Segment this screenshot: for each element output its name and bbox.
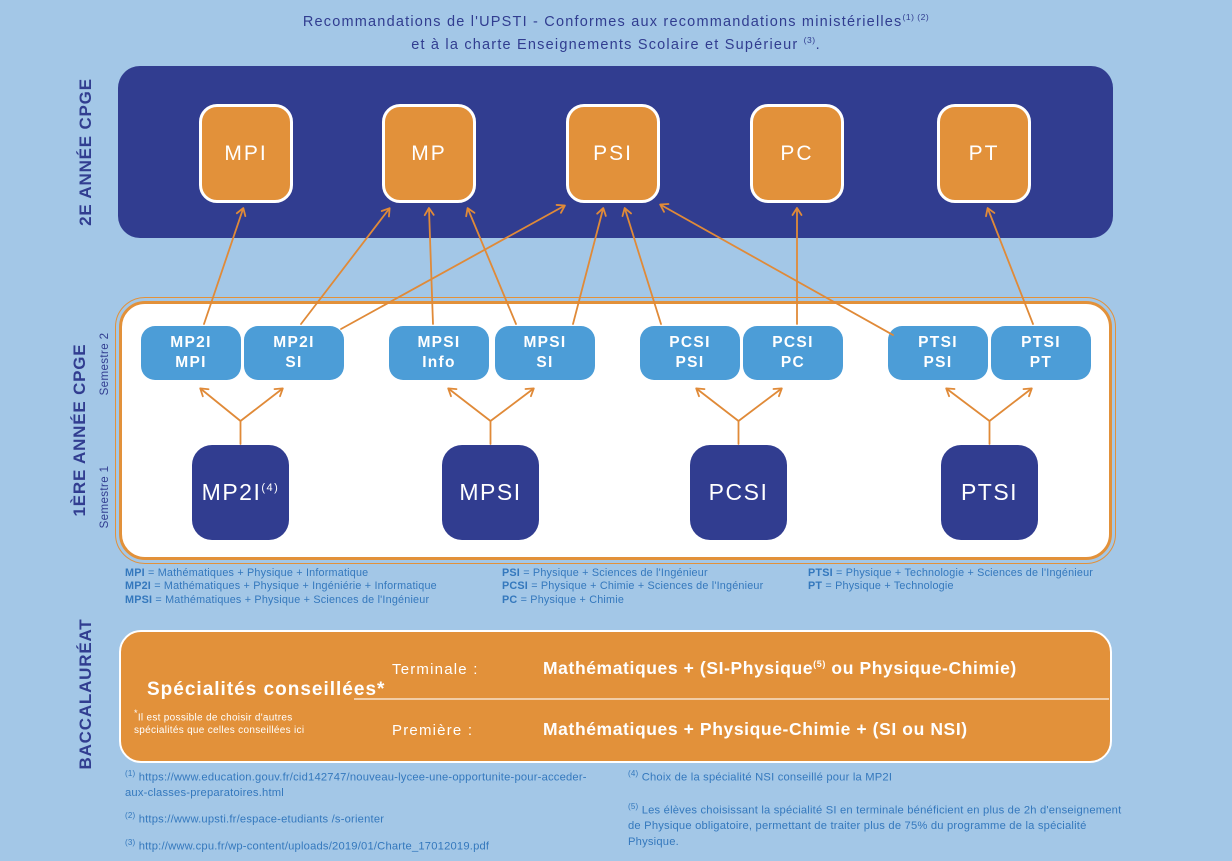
node-mpsi-info-line2: Info [422, 354, 456, 371]
node-mp: MP [382, 104, 476, 203]
node-mp2i-label: MP2I [201, 479, 262, 505]
node-mpsi-si-line2: SI [536, 354, 554, 371]
legend-pcsi: PCSI = Physique + Chimie + Sciences de l… [502, 580, 764, 593]
title-line-2-period: . [815, 37, 821, 54]
footnote-3-link[interactable]: http://www.cpu.fr/wp-content/uploads/201… [138, 840, 490, 853]
footnote-5: (5) Les élèves choisissant la spécialité… [628, 802, 1122, 848]
label-1ere-annee-cpge: 1ÈRE ANNÉE CPGE [70, 343, 89, 517]
node-mpsi-info: MPSI Info [389, 326, 489, 380]
node-ptsi: PTSI [941, 445, 1038, 540]
node-pcsi: PCSI [690, 445, 787, 540]
legend-column-1: MPI = Mathématiques + Physique + Informa… [125, 567, 437, 607]
title-line-2: et à la charte Enseignements Scolaire et… [0, 34, 1232, 57]
node-mp2i-mpi: MP2I MPI [141, 326, 241, 380]
label-semestre-2: Semestre 2 [99, 332, 111, 396]
legend-column-2: PSI = Physique + Sciences de l'Ingénieur… [502, 567, 763, 607]
footnotes-left: (1) https://www.education.gouv.fr/cid142… [125, 768, 593, 861]
node-pcsi-pc-line2: PC [780, 354, 806, 371]
bac-heading: Spécialités conseillées* [147, 679, 386, 700]
node-mp2i-footnote-ref: (4) [261, 481, 280, 494]
terminale-label: Terminale : [392, 661, 479, 678]
terminale-footnote-ref: (5) [813, 659, 826, 670]
bac-note-asterisk: * [134, 708, 138, 718]
legend-mp2i: MP2I = Mathématiques + Physique + Ingéni… [125, 580, 437, 593]
node-mp2i: MP2I(4) [192, 445, 289, 540]
legend-ptsi: PTSI = Physique + Technologie + Sciences… [808, 567, 1094, 579]
node-mpi: MPI [199, 104, 293, 203]
node-psi: PSI [566, 104, 660, 203]
legend-pt: PT = Physique + Technologie [808, 580, 954, 593]
legend-mpsi: MPSI = Mathématiques + Physique + Scienc… [125, 593, 430, 606]
terminale-value: Mathématiques + (SI-Physique(5) ou Physi… [543, 658, 1017, 678]
label-semestre-1: Semestre 1 [99, 465, 111, 529]
title-line-1: Recommandations de l'UPSTI - Conformes a… [0, 11, 1232, 34]
node-pcsi-psi-line2: PSI [675, 354, 705, 371]
node-pcsi-psi-line1: PCSI [669, 333, 711, 351]
label-2e-annee-cpge: 2E ANNÉE CPGE [76, 78, 95, 226]
premiere-label: Première : [392, 722, 474, 739]
bac-divider [354, 698, 1109, 700]
page-title: Recommandations de l'UPSTI - Conformes a… [0, 11, 1232, 57]
node-mpsi-label: MPSI [459, 479, 522, 505]
premiere-value: Mathématiques + Physique-Chimie + (SI ou… [543, 719, 968, 739]
node-pc: PC [750, 104, 844, 203]
node-pcsi-label: PCSI [708, 479, 769, 505]
node-ptsi-psi-line2: PSI [923, 354, 953, 371]
node-mpsi-si: MPSI SI [495, 326, 595, 380]
node-pt: PT [937, 104, 1031, 203]
legend-psi: PSI = Physique + Sciences de l'Ingénieur [502, 567, 708, 579]
legend-column-3: PTSI = Physique + Technologie + Sciences… [808, 567, 1093, 594]
footnotes-right: (4) Choix de la spécialité NSI conseillé… [628, 768, 1125, 859]
node-mp2i-si-line1: MP2I [273, 333, 315, 351]
baccalaureat-panel: Spécialités conseillées* *Il est possibl… [119, 630, 1112, 763]
footnote-2-link[interactable]: https://www.upsti.fr/espace-etudiants /s… [138, 813, 385, 826]
node-pcsi-pc-line1: PCSI [772, 333, 814, 351]
node-mp2i-si-line2: SI [285, 354, 303, 371]
footnote-2: (2) https://www.upsti.fr/espace-etudiant… [125, 811, 385, 826]
node-ptsi-pt-line2: PT [1029, 354, 1053, 371]
node-mpsi-si-line1: MPSI [523, 333, 567, 351]
footnote-1-link[interactable]: https://www.education.gouv.fr/cid142747/… [125, 771, 587, 800]
title-line-1-footnote-refs: (1) (2) [902, 12, 930, 23]
title-line-1-text: Recommandations de l'UPSTI - Conformes a… [302, 14, 903, 30]
legend-pc: PC = Physique + Chimie [502, 593, 625, 606]
node-ptsi-psi-line1: PTSI [918, 333, 958, 351]
footnote-1: (1) https://www.education.gouv.fr/cid142… [125, 769, 587, 800]
node-mpsi: MPSI [442, 445, 539, 540]
node-mp2i-mpi-line2: MPI [175, 354, 207, 371]
footnote-4: (4) Choix de la spécialité NSI conseillé… [628, 769, 893, 784]
node-pcsi-psi: PCSI PSI [640, 326, 740, 380]
node-mp2i-si: MP2I SI [244, 326, 344, 380]
footnote-3: (3) http://www.cpu.fr/wp-content/uploads… [125, 837, 490, 853]
node-mpsi-info-line1: MPSI [417, 333, 461, 351]
node-ptsi-psi: PTSI PSI [888, 326, 988, 380]
node-ptsi-label: PTSI [960, 479, 1019, 505]
node-mp2i-mpi-line1: MP2I [170, 333, 212, 351]
title-line-2-footnote-ref: (3) [803, 35, 816, 46]
title-line-2-text: et à la charte Enseignements Scolaire et… [411, 37, 804, 54]
node-ptsi-pt: PTSI PT [991, 326, 1091, 380]
label-baccalaureat: BACCALAURÉAT [76, 618, 95, 770]
node-pcsi-pc: PCSI PC [743, 326, 843, 380]
legend-mpi: MPI = Mathématiques + Physique + Informa… [125, 567, 369, 579]
node-ptsi-pt-line1: PTSI [1021, 333, 1061, 351]
